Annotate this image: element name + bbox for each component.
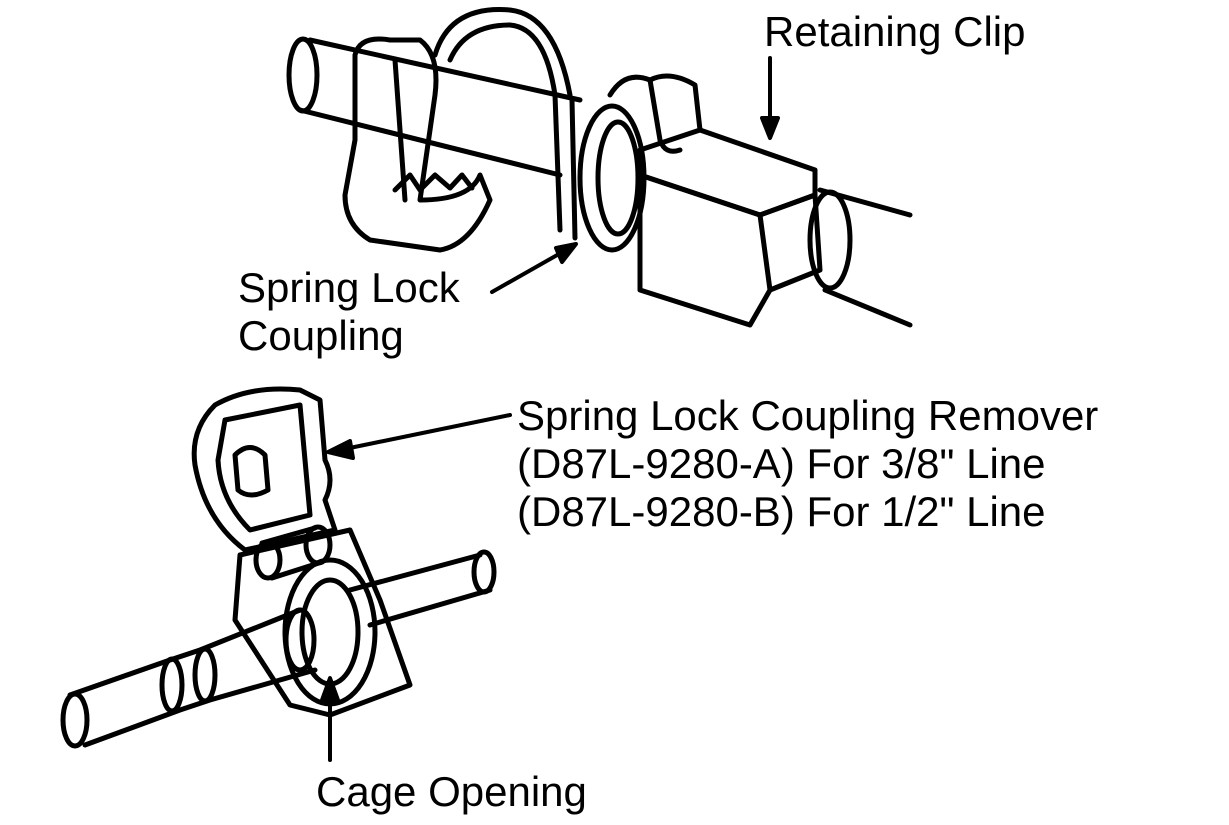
remover-jaw-teeth — [392, 172, 475, 193]
stepped-tube-lower — [82, 667, 318, 748]
label-spring-lock-coupling: Spring Lock Coupling — [238, 264, 460, 360]
remover-line-2: (D87L-9280-A) For 3/8" Line — [517, 440, 1046, 487]
remover-lid-notch — [232, 445, 271, 498]
label-remover: Spring Lock Coupling Remover (D87L-9280-… — [517, 392, 1098, 536]
cage-collar-inner — [299, 577, 361, 687]
remover-jaw-inner — [392, 57, 408, 203]
stepped-tube-ring-3 — [283, 607, 317, 673]
spring-lock-arrowhead — [554, 242, 578, 264]
stepped-tube-upper — [67, 607, 303, 698]
remover-arrowhead — [326, 439, 355, 460]
coupling-ring-right — [569, 97, 578, 241]
tube-right-collar — [807, 189, 853, 291]
spring-lock-arrow-line — [490, 248, 568, 294]
stepped-tube-ring-2 — [192, 646, 218, 704]
stepped-tube-ring-1 — [159, 656, 185, 714]
cage-opening-text: Cage Opening — [316, 768, 587, 815]
spring-lock-line-2: Coupling — [238, 312, 404, 359]
top-assembly — [286, 7, 913, 328]
remover-handle-loop — [432, 7, 573, 98]
label-cage-opening: Cage Opening — [316, 768, 587, 816]
remover-lid-inner — [215, 402, 313, 533]
stepped-tube-end — [60, 691, 90, 749]
remover-lid-outer — [191, 386, 338, 553]
bottom-tube-upper — [347, 552, 483, 593]
remover-line-1: Spring Lock Coupling Remover — [517, 392, 1099, 439]
bottom-leaders — [320, 413, 512, 762]
bottom-tube-lower — [367, 587, 493, 628]
clip-box-side — [757, 192, 823, 293]
remover-arrow-line — [338, 413, 512, 452]
coupling-ring-left — [552, 92, 563, 233]
cage-opening-arrowhead — [320, 676, 340, 702]
clip-hook — [647, 77, 683, 154]
spring-lock-line-1: Spring Lock — [238, 264, 460, 311]
tube-right-lower — [822, 287, 913, 328]
label-retaining-clip: Retaining Clip — [764, 8, 1025, 56]
remover-line-3: (D87L-9280-B) For 1/2" Line — [517, 488, 1046, 535]
coupling-collar-inner — [595, 119, 641, 237]
retaining-clip-text: Retaining Clip — [764, 8, 1026, 55]
clip-box-front — [637, 172, 773, 328]
remover-handle-loop-inner — [447, 22, 558, 98]
retaining-clip-arrowhead — [760, 116, 780, 140]
tube-end-left — [286, 36, 320, 114]
bottom-assembly — [60, 386, 497, 749]
bottom-tube-end — [471, 549, 497, 595]
remover-jaw — [342, 36, 493, 253]
top-leaders — [490, 56, 780, 294]
